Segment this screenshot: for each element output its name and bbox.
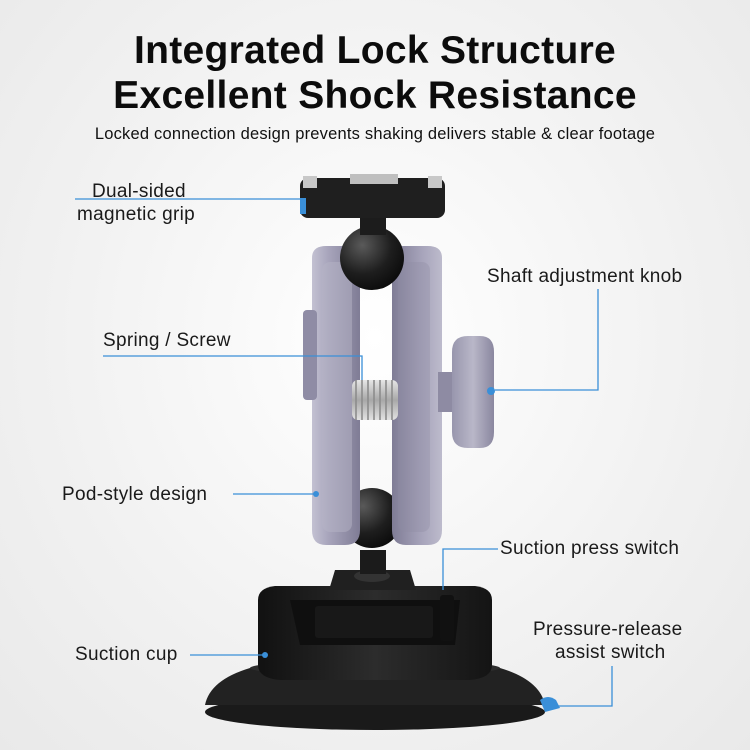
title-line-1: Integrated Lock Structure — [133, 29, 617, 72]
leader-lines — [75, 198, 613, 707]
callout-pressure-release-line1: Pressure-release — [533, 619, 683, 640]
callout-pressure-release-line2: assist switch — [555, 642, 666, 663]
right-arm — [392, 246, 442, 545]
callout-shaft-knob: Shaft adjustment knob — [487, 266, 683, 287]
magnetic-grip — [300, 174, 445, 218]
callout-pod-style: Pod-style design — [62, 484, 208, 505]
shaft-adjustment-knob — [438, 336, 495, 448]
spring — [352, 380, 398, 420]
callout-magnetic-grip-line2: magnetic grip — [77, 204, 195, 225]
suction-base — [258, 586, 492, 680]
upper-ball-joint — [340, 226, 404, 290]
callout-magnetic-grip-line1: Dual-sided — [92, 181, 186, 202]
subtitle: Locked connection design prevents shakin… — [94, 125, 656, 143]
callout-suction-cup: Suction cup — [75, 644, 178, 665]
title-line-2: Excellent Shock Resistance — [113, 74, 637, 117]
pressure-release-switch — [540, 697, 560, 712]
base-connector — [329, 550, 416, 590]
callout-spring-screw: Spring / Screw — [103, 330, 231, 351]
left-arm — [303, 246, 360, 545]
callout-suction-press: Suction press switch — [500, 538, 680, 559]
